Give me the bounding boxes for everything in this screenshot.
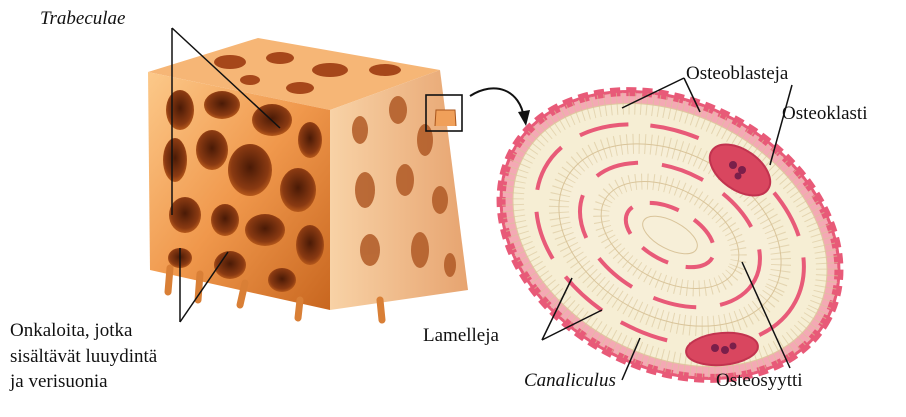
selected-trabecula — [435, 110, 456, 126]
label-trabeculae: Trabeculae — [40, 8, 126, 30]
label-osteoclast: Osteoklasti — [782, 103, 868, 125]
label-cavities-line2: sisältävät luuydintä — [10, 346, 157, 368]
label-osteoblasts: Osteoblasteja — [686, 63, 788, 85]
label-osteocyte: Osteosyytti — [716, 370, 803, 392]
label-canaliculus: Canaliculus — [524, 370, 616, 392]
magnify-arrow — [470, 88, 524, 118]
trabecula-cross-section — [451, 35, 889, 412]
label-cavities-line1: Onkaloita, jotka — [10, 320, 132, 342]
magnify-arrow-head — [518, 110, 530, 126]
spongy-bone-block — [148, 38, 468, 320]
label-cavities-line3: ja verisuonia — [10, 371, 108, 393]
label-lamellae: Lamelleja — [423, 325, 499, 347]
